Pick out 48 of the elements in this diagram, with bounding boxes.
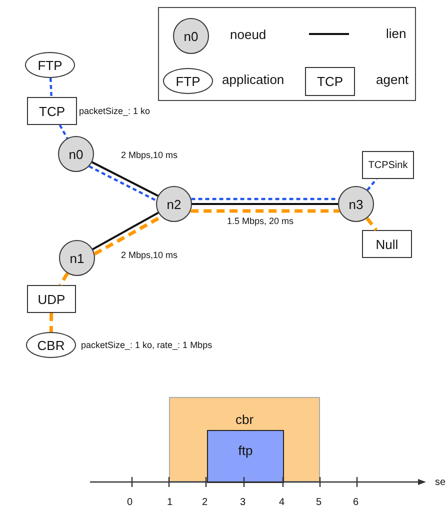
legend-label: lien [386, 26, 406, 41]
node-label: TCPSink [368, 160, 408, 170]
node-label: n1 [70, 250, 84, 266]
edge-label: 2 Mbps,10 ms [120, 150, 179, 160]
edge-label: 1.5 Mbps, 20 ms [226, 216, 295, 226]
axis-tick-label: 4 [279, 497, 285, 508]
annotation: agent [376, 72, 409, 87]
axis-tick-label: 1 [167, 497, 173, 508]
node-circle [173, 18, 209, 54]
agent-box [362, 230, 412, 258]
node-label: Null [376, 236, 398, 252]
node-label: UDP [38, 292, 66, 306]
node-label: n3 [348, 196, 364, 212]
node-label: ftp [238, 443, 253, 458]
axis-tick-label: 3 [240, 497, 246, 508]
axis-tick-label: se [435, 477, 446, 488]
legend-box [158, 7, 416, 101]
axis-tick-label: 5 [316, 497, 322, 508]
node-circle [156, 186, 192, 222]
node-circle [59, 240, 95, 276]
axis-tick-label: 0 [127, 497, 133, 508]
axis-tick-label: 6 [353, 497, 359, 508]
annotation: packetSize_: 1 ko [79, 106, 150, 116]
agent-box [27, 285, 76, 313]
application-ellipse [25, 52, 75, 78]
application-ellipse [163, 68, 213, 94]
annotation: application [222, 72, 284, 87]
node-label: FTP [38, 58, 62, 72]
node-circle [338, 186, 374, 222]
cbr-interval-bar [169, 397, 320, 482]
agent-box [305, 67, 355, 96]
node-label: FTP [176, 74, 200, 88]
annotation: noeud [230, 27, 266, 42]
application-ellipse [26, 332, 76, 358]
agent-box [362, 151, 414, 179]
node-label: n0 [68, 146, 84, 162]
ftp-interval-bar [207, 430, 284, 483]
node-label: TCP [317, 74, 343, 89]
annotation: packetSize_: 1 ko, rate_: 1 Mbps [81, 340, 212, 350]
edge-label: 2 Mbps,10 ms [120, 250, 179, 260]
agent-box [27, 97, 77, 125]
axis-tick-label: 2 [202, 497, 208, 508]
node-label: TCP [39, 104, 65, 118]
node-label: n2 [166, 196, 182, 212]
node-label: n0 [184, 28, 198, 44]
node-circle [58, 136, 94, 172]
node-label: cbr [235, 412, 254, 427]
node-label: CBR [37, 338, 65, 352]
